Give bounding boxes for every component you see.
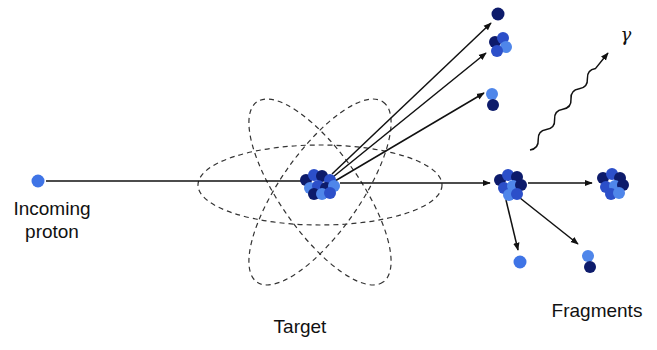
nucleon: [491, 45, 503, 57]
ejectile-arrow: [332, 23, 491, 174]
nucleon: [584, 261, 596, 273]
excited-residue: [494, 169, 527, 201]
proton-track: [46, 180, 302, 182]
deuteron-fragment: [582, 250, 596, 273]
target-nucleus: [300, 169, 340, 200]
nucleon: [486, 88, 498, 100]
target-label: Target: [274, 316, 327, 339]
orbit: [198, 145, 442, 225]
residue-arrow: [340, 182, 490, 184]
particle-label: Incoming proton: [4, 198, 100, 244]
final-residue: [597, 168, 629, 200]
residue-arrow: [528, 182, 592, 184]
nucleon: [487, 99, 499, 111]
nucleon: [613, 187, 625, 199]
nucleon: [514, 256, 527, 269]
nucleons: [32, 8, 630, 274]
nucleon: [492, 8, 505, 21]
nucleon: [511, 188, 523, 200]
alpha-fragment: [489, 32, 512, 57]
gamma-label: γ: [621, 24, 632, 46]
atom-orbits: [198, 79, 442, 305]
evaporation-arrow: [520, 198, 578, 244]
ejectile-arrow: [333, 53, 486, 177]
nucleon: [582, 250, 594, 262]
nucleon: [324, 187, 336, 199]
deuteron-fragment: [486, 88, 499, 111]
orbit: [224, 79, 416, 305]
orbit: [224, 79, 416, 305]
fragments-label: Fragments: [552, 300, 643, 323]
ejectile-arrow: [335, 93, 484, 181]
proton: [32, 175, 45, 188]
evaporation-arrow: [506, 200, 518, 250]
gamma-ray: [530, 53, 608, 150]
trajectories: [46, 23, 608, 250]
